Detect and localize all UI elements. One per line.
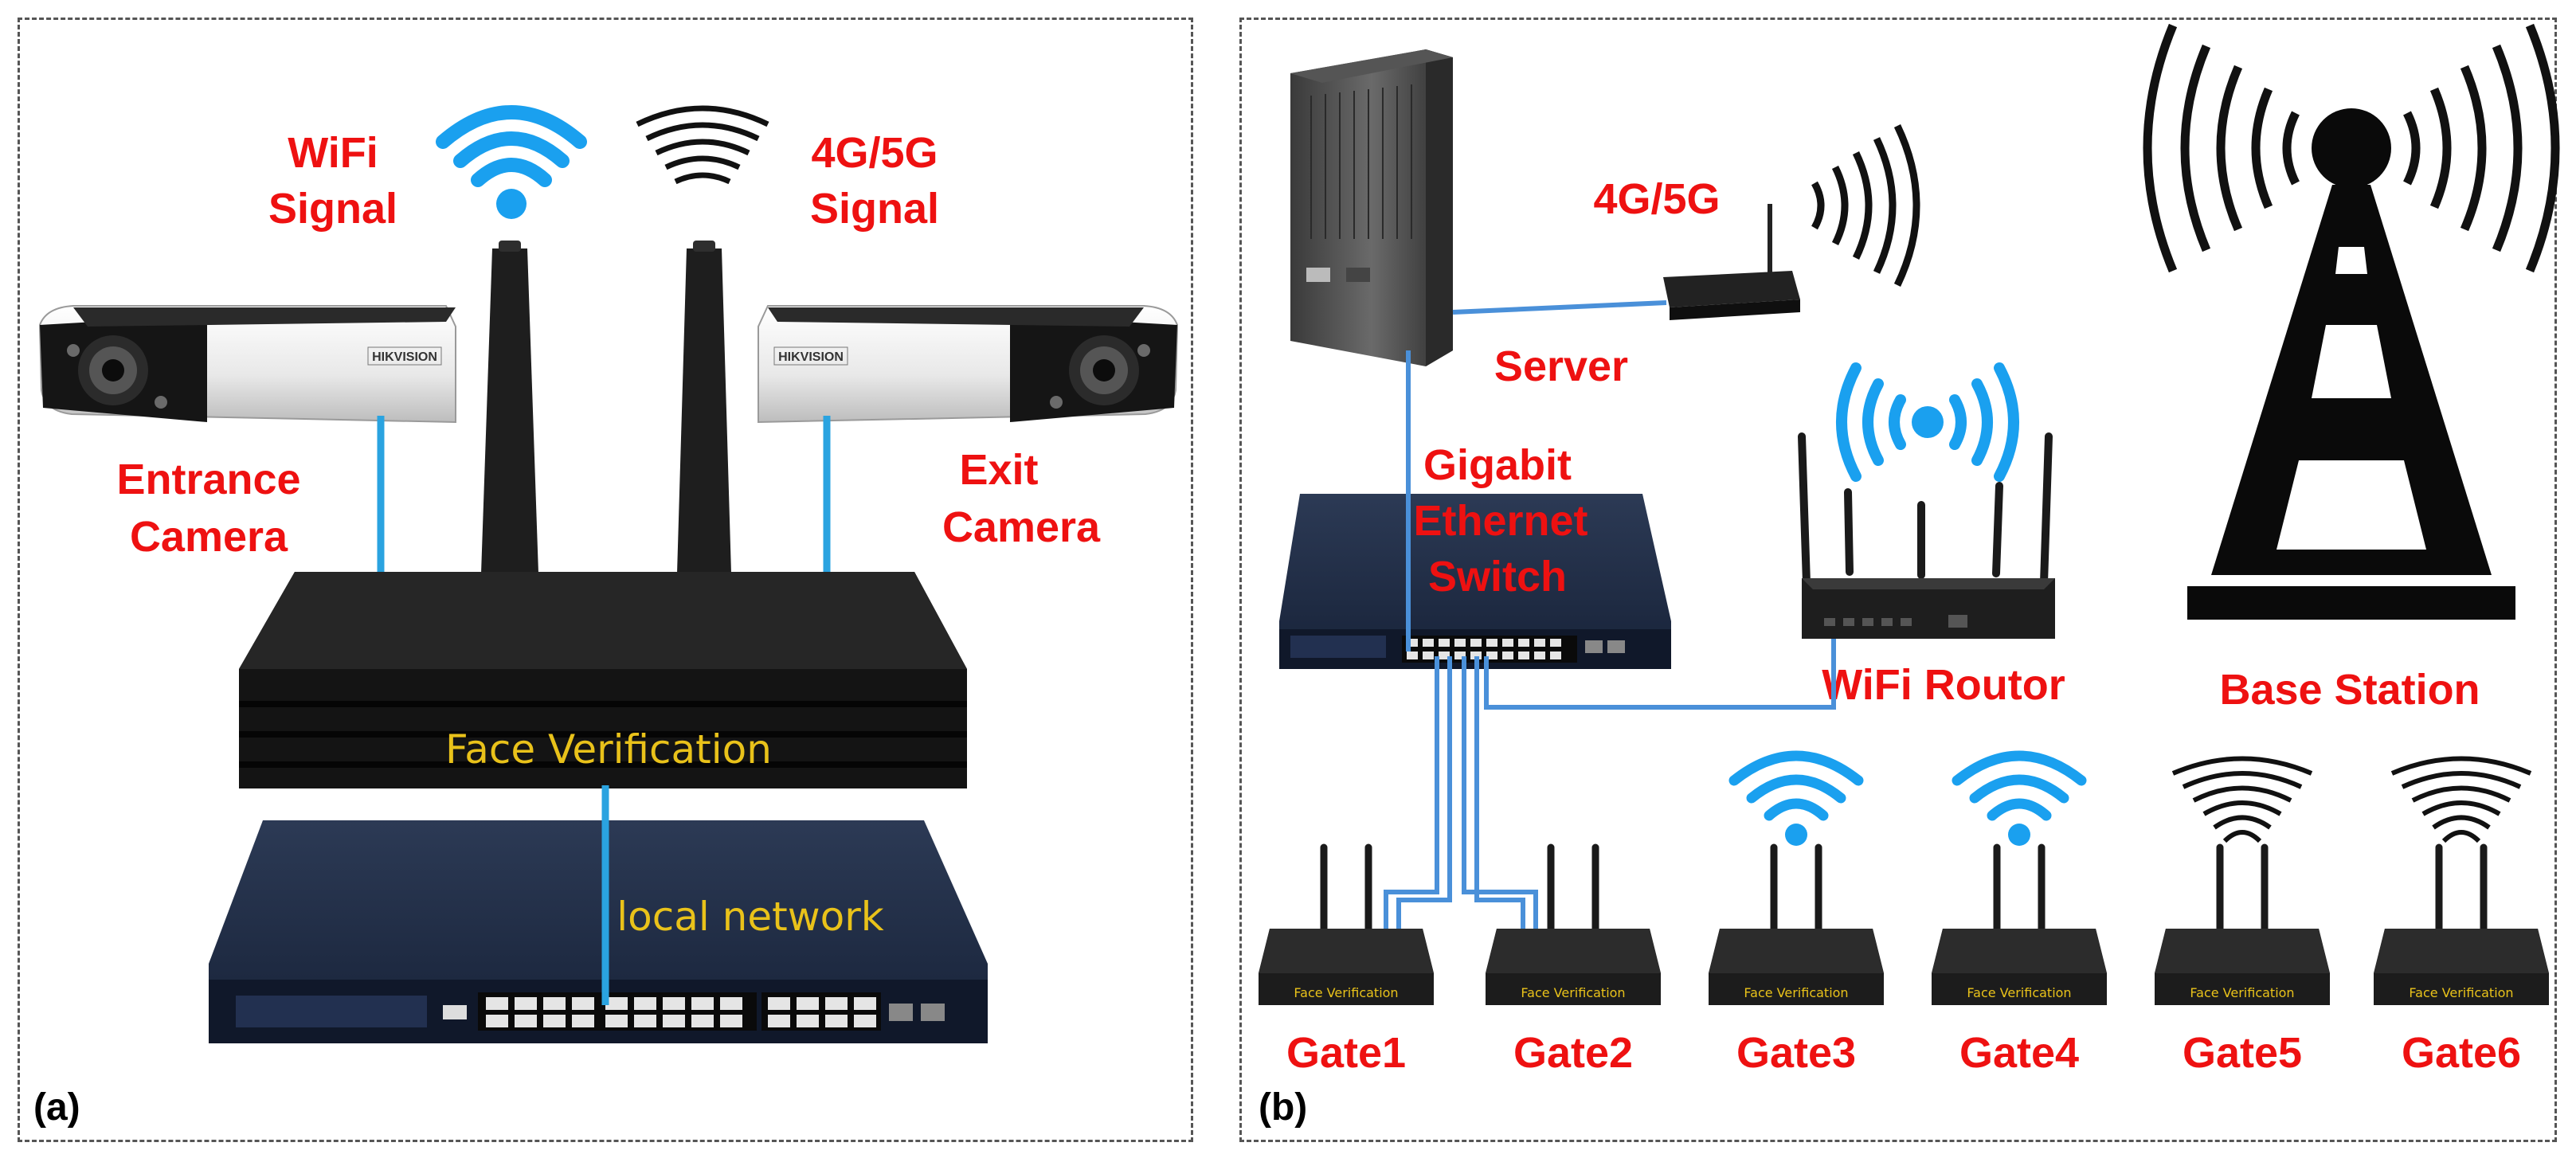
cellular-label: 4G/5G — [1593, 175, 1720, 223]
wifi-router-icon — [1798, 432, 2055, 639]
wifi-label-line2: Signal — [268, 185, 397, 233]
exit-camera-brand: HIKVISION — [778, 350, 844, 364]
switch-label-line2: Ethernet — [1413, 497, 1587, 545]
base-station-icon — [2187, 108, 2515, 620]
switch-to-gate1-cable — [1384, 656, 1439, 933]
exit-camera-label-line2: Camera — [942, 503, 1101, 551]
cellular-signal-icon — [636, 105, 769, 185]
face-verification-text: Face Verification — [445, 726, 772, 773]
server-icon — [1290, 49, 1453, 366]
gate-device-text: Face Verification — [1294, 985, 1398, 1000]
gate-label: Gate1 — [1286, 1029, 1406, 1077]
panel-a-content: WiFi Signal 4G/5G Signal HIKVISION — [33, 105, 1179, 1129]
wifi-signal-icon — [436, 105, 587, 219]
switch-to-gate2-cable — [1462, 656, 1538, 933]
left-antenna — [481, 241, 538, 573]
gate-label: Gate6 — [2402, 1029, 2521, 1077]
gate-device-text: Face Verification — [1744, 985, 1848, 1000]
gate-device-text: Face Verification — [2409, 985, 2513, 1000]
cellular-router-icon — [1663, 204, 1800, 320]
entrance-camera-label-line1: Entrance — [116, 456, 300, 503]
entrance-camera-label-line2: Camera — [130, 513, 288, 561]
switch-to-router-cable — [1484, 639, 1836, 710]
entrance-camera: HIKVISION — [38, 305, 456, 424]
gate-label: Gate5 — [2183, 1029, 2302, 1077]
switch-label-line3: Switch — [1428, 553, 1567, 601]
gate-cellular-icon — [2171, 756, 2313, 843]
exit-camera-label-line1: Exit — [959, 446, 1038, 494]
wifi-router-label: WiFi Routor — [1822, 661, 2065, 709]
panel-a-label: (a) — [33, 1086, 80, 1129]
server-label: Server — [1494, 342, 1628, 390]
face-verification-device: Face Verification — [239, 572, 967, 788]
gate-device-text: Face Verification — [1967, 985, 2071, 1000]
local-network-switch: local network — [209, 820, 988, 1043]
switch-to-gate2-cable-b — [1474, 656, 1525, 933]
gate-label: Gate2 — [1513, 1029, 1633, 1077]
switch-label-line1: Gigabit — [1423, 441, 1572, 489]
gate-device-text: Face Verification — [1521, 985, 1625, 1000]
gate-cellular-icon — [2390, 756, 2532, 843]
gate-device-text: Face Verification — [2190, 985, 2294, 1000]
gate-label: Gate4 — [1959, 1029, 2079, 1077]
cellular-router-signal-icon — [1811, 124, 1920, 287]
entrance-camera-brand: HIKVISION — [372, 350, 437, 364]
local-network-text: local network — [617, 894, 883, 940]
wifi-router-signal-icon — [1836, 362, 2019, 482]
cellular-label-line1: 4G/5G — [811, 129, 938, 177]
exit-camera: HIKVISION — [758, 305, 1179, 424]
panel-b-label: (b) — [1259, 1086, 1307, 1129]
switch-to-gate1-cable-b — [1396, 656, 1452, 933]
server-to-cellular-router-cable — [1452, 300, 1667, 315]
panel-b-content: Server 4G/5G Gi — [1259, 23, 2560, 1129]
gate-wifi-icon — [1728, 750, 1864, 846]
cellular-label-line2: Signal — [810, 185, 939, 233]
base-station-signal-icon — [2143, 23, 2560, 273]
right-antenna — [677, 241, 731, 573]
base-station-label: Base Station — [2219, 666, 2480, 714]
wifi-label-line1: WiFi — [288, 129, 378, 177]
gate-wifi-icon — [1952, 750, 2087, 846]
gate-label: Gate3 — [1736, 1029, 1856, 1077]
